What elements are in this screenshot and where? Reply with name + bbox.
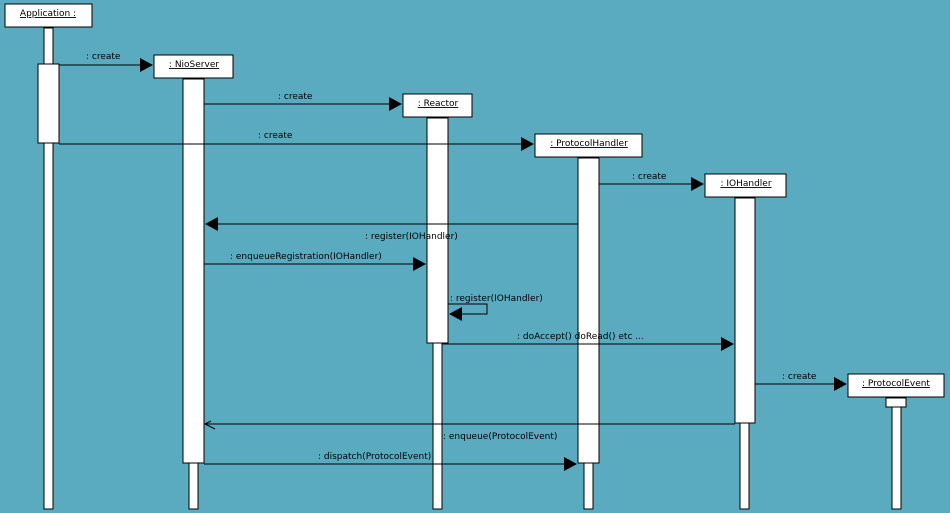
object-protocolevent[interactable]: : ProtocolEvent <box>847 373 945 398</box>
svg-text:: create: : create <box>278 92 313 102</box>
svg-text:: enqueueRegistration(IOHandle: : enqueueRegistration(IOHandler) <box>230 252 382 262</box>
message-create-protocolevent: : create <box>755 372 847 391</box>
message-enqueue-protocolevent: : enqueue(ProtocolEvent) <box>203 420 735 442</box>
activation-nioserver <box>182 78 205 464</box>
svg-text:: create: : create <box>86 52 121 62</box>
message-self-register: : register(IOHandler) <box>448 294 543 321</box>
object-label: : IOHandler <box>720 179 771 189</box>
message-register-iohandler: : register(IOHandler) <box>205 217 578 242</box>
activation-protocolhandler <box>577 157 600 464</box>
object-nioserver[interactable]: : NioServer <box>153 54 234 79</box>
object-reactor[interactable]: : Reactor <box>402 93 473 118</box>
object-label: Application : <box>20 9 76 19</box>
object-label: : ProtocolEvent <box>862 379 930 389</box>
object-iohandler[interactable]: : IOHandler <box>704 173 787 198</box>
activation-protocolevent <box>885 397 907 408</box>
svg-text:: create: : create <box>258 131 293 141</box>
object-protocolhandler[interactable]: : ProtocolHandler <box>534 133 643 158</box>
object-label: : Reactor <box>418 99 459 109</box>
svg-text:: dispatch(ProtocolEvent): : dispatch(ProtocolEvent) <box>318 452 431 462</box>
activation-iohandler <box>734 197 756 424</box>
message-enqueue-registration: : enqueueRegistration(IOHandler) <box>204 252 426 271</box>
svg-text:: enqueue(ProtocolEvent): : enqueue(ProtocolEvent) <box>443 432 557 442</box>
svg-text:: create: : create <box>632 172 667 182</box>
object-application[interactable]: Application : <box>4 3 93 28</box>
lifeline-application <box>43 27 54 510</box>
activation-application <box>37 63 60 144</box>
message-doaccept-doread: : doAccept() doRead() etc ... <box>442 332 734 351</box>
message-create-iohandler: : create <box>599 172 704 191</box>
message-dispatch-protocolevent: : dispatch(ProtocolEvent) <box>204 452 577 471</box>
svg-text:: register(IOHandler): : register(IOHandler) <box>365 232 458 242</box>
message-create-nioserver: : create <box>59 52 153 72</box>
svg-text:: register(IOHandler): : register(IOHandler) <box>450 294 543 304</box>
svg-text:: doAccept() doRead() etc ..: : doAccept() doRead() etc ... <box>517 332 644 342</box>
message-create-protocolhandler: : create <box>59 131 534 151</box>
object-label: : ProtocolHandler <box>550 139 628 149</box>
lifeline-protocolevent <box>891 397 902 510</box>
svg-text:: create: : create <box>782 372 817 382</box>
activation-reactor <box>426 117 449 344</box>
object-label: : NioServer <box>169 60 219 70</box>
message-create-reactor: : create <box>204 92 402 111</box>
